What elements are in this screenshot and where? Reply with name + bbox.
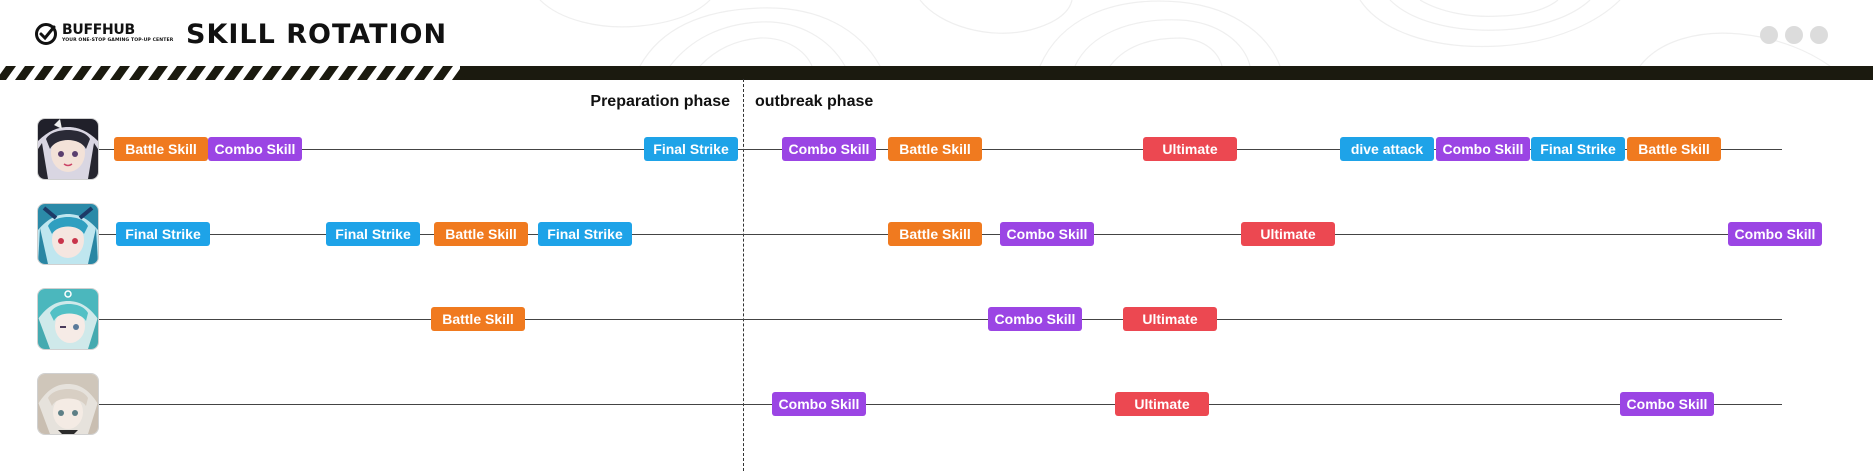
skill-combo[interactable]: Combo Skill [1436, 137, 1530, 161]
hazard-stripe [186, 66, 206, 80]
hazard-stripe [0, 66, 16, 80]
hazard-stripe [452, 66, 472, 80]
timeline-track [95, 404, 1782, 405]
header: BUFFHUB YOUR ONE-STOP GAMING TOP-UP CENT… [0, 0, 1873, 66]
window-dot-3[interactable] [1810, 26, 1828, 44]
skill-battle[interactable]: Battle Skill [434, 222, 528, 246]
hazard-stripe [224, 66, 244, 80]
hazard-stripe [433, 66, 453, 80]
character-lane-1: Battle Skill Combo Skill Final Strike Co… [0, 117, 1873, 181]
skill-combo[interactable]: Combo Skill [1620, 392, 1714, 416]
skill-battle[interactable]: Battle Skill [888, 137, 982, 161]
hazard-stripe [243, 66, 263, 80]
character-lane-3: Battle Skill Combo Skill Ultimate [0, 287, 1873, 351]
skill-combo[interactable]: Combo Skill [1000, 222, 1094, 246]
skill-battle[interactable]: Battle Skill [114, 137, 208, 161]
skill-final-strike[interactable]: Final Strike [644, 137, 738, 161]
skill-final-strike[interactable]: Final Strike [116, 222, 210, 246]
hazard-stripe [376, 66, 396, 80]
hazard-stripe [72, 66, 92, 80]
buffhub-logo-icon [35, 23, 57, 45]
hazard-stripe [110, 66, 130, 80]
character-lane-4: Combo Skill Ultimate Combo Skill [0, 372, 1873, 436]
window-dot-2[interactable] [1785, 26, 1803, 44]
brand-logo[interactable]: BUFFHUB YOUR ONE-STOP GAMING TOP-UP CENT… [34, 22, 174, 46]
hazard-stripe [205, 66, 225, 80]
hazard-stripe [338, 66, 358, 80]
brand-name: BUFFHUB [62, 22, 135, 38]
skill-combo[interactable]: Combo Skill [208, 137, 302, 161]
avatar[interactable] [38, 204, 98, 264]
outbreak-phase-label: outbreak phase [755, 93, 874, 110]
hazard-stripe [34, 66, 54, 80]
character-1-portrait-icon [38, 119, 98, 179]
avatar[interactable] [38, 119, 98, 179]
skill-ultimate[interactable]: Ultimate [1115, 392, 1209, 416]
hazard-stripe [91, 66, 111, 80]
timeline-track [95, 319, 1782, 320]
hazard-stripe [319, 66, 339, 80]
avatar[interactable] [38, 289, 98, 349]
skill-combo[interactable]: Combo Skill [1728, 222, 1822, 246]
hazard-stripe-band [0, 66, 1873, 80]
hazard-stripe [129, 66, 149, 80]
skill-battle[interactable]: Battle Skill [888, 222, 982, 246]
hazard-stripe [167, 66, 187, 80]
hazard-stripe [15, 66, 35, 80]
hazard-stripe [395, 66, 415, 80]
brand-tagline: YOUR ONE-STOP GAMING TOP-UP CENTER [62, 38, 174, 43]
character-lane-2: Final Strike Final Strike Battle Skill F… [0, 202, 1873, 266]
skill-combo[interactable]: Combo Skill [782, 137, 876, 161]
skill-final-strike[interactable]: Final Strike [538, 222, 632, 246]
skill-final-strike[interactable]: Final Strike [1531, 137, 1625, 161]
phase-divider [743, 79, 744, 471]
skill-combo[interactable]: Combo Skill [988, 307, 1082, 331]
skill-battle[interactable]: Battle Skill [1627, 137, 1721, 161]
character-2-portrait-icon [38, 204, 98, 264]
skill-dive-attack[interactable]: dive attack [1340, 137, 1434, 161]
skill-final-strike[interactable]: Final Strike [326, 222, 420, 246]
skill-combo[interactable]: Combo Skill [772, 392, 866, 416]
hazard-stripe [357, 66, 377, 80]
topographic-pattern [539, 0, 1831, 66]
hazard-stripe [300, 66, 320, 80]
avatar[interactable] [38, 374, 98, 434]
hazard-stripe [148, 66, 168, 80]
hazard-stripe [53, 66, 73, 80]
hazard-stripe [281, 66, 301, 80]
skill-ultimate[interactable]: Ultimate [1241, 222, 1335, 246]
character-4-portrait-icon [38, 374, 98, 434]
skill-battle[interactable]: Battle Skill [431, 307, 525, 331]
skill-ultimate[interactable]: Ultimate [1123, 307, 1217, 331]
hazard-stripe [262, 66, 282, 80]
hazard-stripe [414, 66, 434, 80]
preparation-phase-label: Preparation phase [590, 93, 730, 110]
page-title: SKILL ROTATION [186, 19, 448, 50]
character-3-portrait-icon [38, 289, 98, 349]
window-dot-1[interactable] [1760, 26, 1778, 44]
skill-ultimate[interactable]: Ultimate [1143, 137, 1237, 161]
